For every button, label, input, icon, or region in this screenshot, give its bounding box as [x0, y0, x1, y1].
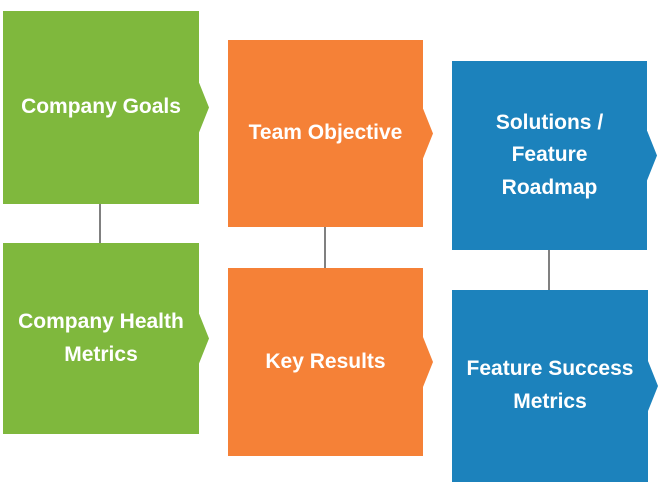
arrow-right-icon	[648, 361, 658, 411]
connector-line-team	[324, 227, 326, 268]
box-company-goals: Company Goals	[3, 11, 209, 204]
arrow-right-icon	[199, 82, 209, 133]
box-team-objective-label: Team Objective	[248, 121, 403, 145]
connector-line-feature	[548, 250, 550, 290]
box-key-results-label: Key Results	[265, 349, 386, 373]
box-team-objective: Team Objective	[228, 40, 433, 227]
arrow-right-icon	[199, 313, 209, 364]
arrow-right-icon	[647, 130, 657, 181]
box-solutions-feature-roadmap-label: Solutions / Feature Roadmap	[495, 110, 604, 199]
arrow-right-icon	[423, 337, 433, 387]
arrow-right-icon	[423, 108, 433, 159]
connector-line-company	[99, 204, 101, 243]
box-feature-success-metrics: Feature Success Metrics	[452, 290, 658, 482]
box-company-health-metrics: Company Health Metrics	[3, 243, 209, 434]
box-company-health-metrics-label: Company Health Metrics	[18, 309, 184, 366]
box-feature-success-metrics-label: Feature Success Metrics	[466, 357, 634, 413]
box-company-goals-label: Company Goals	[21, 95, 181, 119]
box-solutions-feature-roadmap: Solutions / Feature Roadmap	[452, 61, 657, 250]
box-key-results: Key Results	[228, 268, 433, 456]
